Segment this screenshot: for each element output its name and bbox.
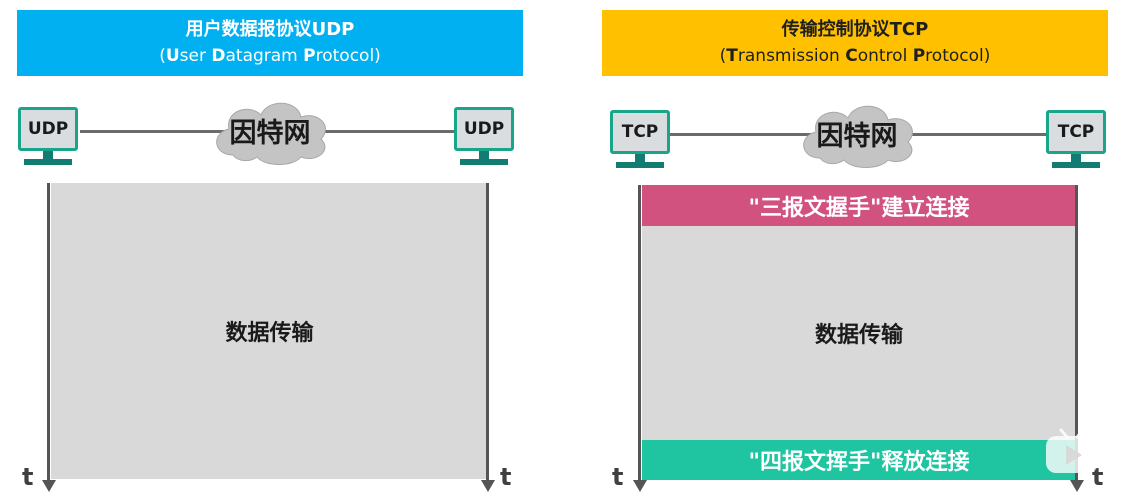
udp-right-timeline-arrow-icon <box>481 480 495 492</box>
udp-data-transfer-panel: 数据传输 <box>51 183 488 479</box>
tcp-handshake-label: "三报文握手"建立连接 <box>748 195 970 221</box>
tcp-right-host: TCP <box>1046 110 1106 168</box>
tcp-subtitle: (Transmission Control Protocol) <box>719 46 991 66</box>
tcp-left-timeline <box>638 185 641 481</box>
tcp-wave-label: "四报文挥手"释放连接 <box>748 450 970 475</box>
udp-right-timeline <box>486 183 489 481</box>
tcp-right-monitor-icon: TCP <box>1046 110 1106 154</box>
tcp-title: 传输控制协议TCP <box>781 19 929 40</box>
udp-left-timeline-arrow-icon <box>42 480 56 492</box>
udp-left-timeline <box>47 183 50 481</box>
tcp-right-timeline-arrow-icon <box>1070 480 1084 492</box>
udp-right-host: UDP <box>454 107 514 165</box>
udp-left-time-label: t <box>22 463 34 491</box>
tcp-data-transfer-label: 数据传输 <box>814 323 903 348</box>
tcp-left-time-label: t <box>612 463 624 491</box>
udp-subtitle: (User Datagram Protocol) <box>159 46 381 66</box>
tcp-network-label: 因特网 <box>816 121 898 152</box>
udp-left-host: UDP <box>18 107 78 165</box>
tcp-right-timeline <box>1075 185 1078 481</box>
tcp-left-timeline-arrow-icon <box>633 480 647 492</box>
tcp-left-monitor-icon: TCP <box>610 110 670 154</box>
udp-right-monitor-icon: UDP <box>454 107 514 151</box>
udp-right-time-label: t <box>500 463 512 491</box>
udp-title-banner: 用户数据报协议UDP (User Datagram Protocol) <box>17 10 523 76</box>
tcp-left-host: TCP <box>610 110 670 168</box>
udp-network-label: 因特网 <box>229 118 311 149</box>
tcp-right-time-label: t <box>1092 463 1104 491</box>
tcp-data-transfer-panel: 数据传输 <box>642 226 1076 440</box>
tcp-wave-band: "四报文挥手"释放连接 <box>642 440 1076 480</box>
udp-left-monitor-icon: UDP <box>18 107 78 151</box>
udp-data-transfer-label: 数据传输 <box>225 321 314 346</box>
udp-cloud-icon <box>216 102 326 165</box>
tcp-cloud-icon <box>803 105 913 168</box>
tcp-handshake-band: "三报文握手"建立连接 <box>642 185 1076 226</box>
udp-title: 用户数据报协议UDP <box>185 19 355 40</box>
tcp-title-banner: 传输控制协议TCP (Transmission Control Protocol… <box>602 10 1108 76</box>
video-watermark-logo-icon <box>1046 428 1098 473</box>
